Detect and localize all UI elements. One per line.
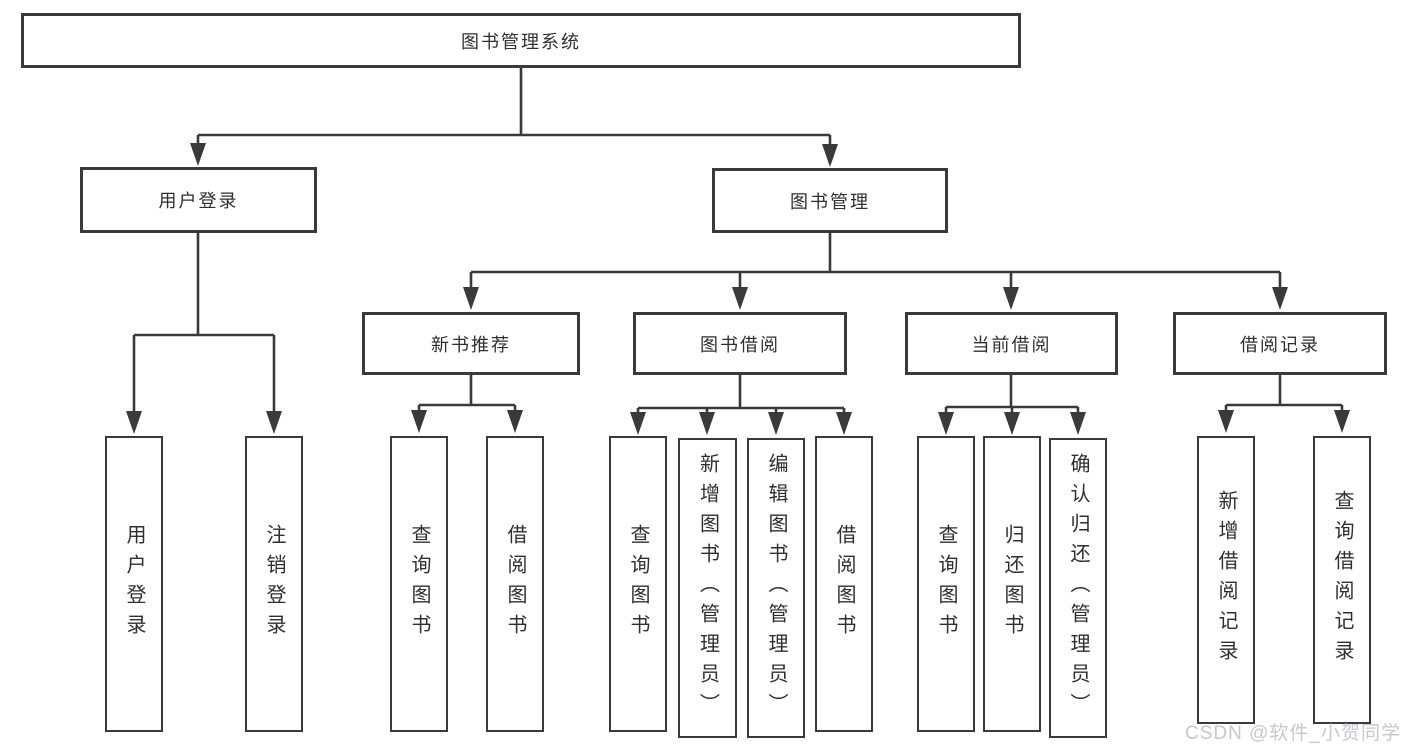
node-label: 查询图书: [408, 524, 430, 644]
node-label: 当前借阅: [971, 334, 1052, 355]
node-book-borrowing: 图书借阅: [633, 312, 847, 375]
node-user-login: 用户登录: [80, 167, 317, 233]
node-label: 用户登录: [158, 191, 239, 211]
node-new-book-recommend: 新书推荐: [362, 312, 580, 375]
node-current-borrowing: 当前借阅: [905, 312, 1118, 375]
node-borrowing-records: 借阅记录: [1173, 312, 1387, 375]
node-label: 借阅图书: [833, 524, 855, 644]
leaf-query-borrow-record: 查询借阅记录: [1313, 436, 1371, 724]
leaf-add-books-admin: 新增图书（管理员）: [678, 438, 737, 738]
node-library-management-system: 图书管理系统: [21, 13, 1021, 68]
node-label: 借阅图书: [504, 524, 526, 644]
leaf-borrow-books: 借阅图书: [815, 436, 873, 732]
node-label: 归还图书: [1001, 524, 1023, 644]
node-label: 图书管理系统: [461, 31, 581, 52]
csdn-watermark: CSDN @软件_小贺同学: [1185, 723, 1401, 744]
node-label: 图书管理: [790, 191, 870, 212]
node-label: 查询图书: [627, 524, 649, 644]
node-label: 注销登录: [263, 524, 285, 644]
leaf-confirm-return-admin: 确认归还（管理员）: [1049, 438, 1107, 738]
node-label: 新增图书（管理员）: [696, 453, 719, 723]
arrowheads: [126, 143, 1350, 435]
leaf-add-borrow-record: 新增借阅记录: [1197, 436, 1255, 724]
leaf-user-login: 用户登录: [105, 436, 163, 732]
node-label: 新书推荐: [431, 334, 511, 355]
node-label: 确认归还（管理员）: [1067, 453, 1089, 723]
node-label: 借阅记录: [1240, 334, 1320, 355]
node-label: 查询图书: [935, 524, 957, 644]
node-book-management: 图书管理: [712, 168, 948, 233]
leaf-query-books-current: 查询图书: [917, 436, 975, 732]
leaf-return-books: 归还图书: [983, 436, 1041, 732]
leaf-logout: 注销登录: [245, 436, 303, 732]
leaf-query-books-recommend: 查询图书: [390, 436, 448, 732]
leaf-borrow-books-recommend: 借阅图书: [486, 436, 544, 732]
node-label: 新增借阅记录: [1215, 490, 1237, 670]
leaf-edit-books-admin: 编辑图书（管理员）: [747, 438, 805, 738]
node-label: 用户登录: [123, 524, 145, 644]
node-label: 编辑图书（管理员）: [765, 453, 787, 723]
leaf-query-books-borrow: 查询图书: [609, 436, 667, 732]
node-label: 查询借阅记录: [1331, 490, 1353, 670]
node-label: 图书借阅: [700, 334, 780, 355]
